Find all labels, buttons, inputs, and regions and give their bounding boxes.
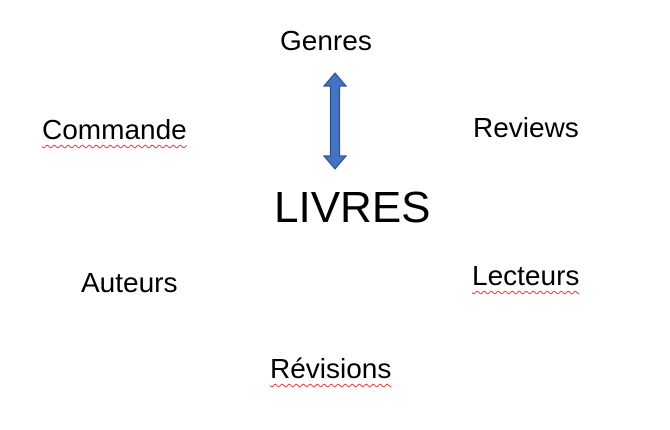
node-revisions: Révisions [270, 353, 392, 384]
node-reviews: Reviews [473, 112, 579, 143]
node-commande: Commande [42, 114, 187, 145]
double-arrow-connector [322, 72, 348, 170]
double-arrow-shape [322, 72, 348, 170]
node-auteurs: Auteurs [81, 267, 178, 298]
node-lecteurs: Lecteurs [472, 260, 580, 291]
center-node-livres: LIVRES [274, 183, 431, 232]
node-genres: Genres [280, 25, 372, 56]
